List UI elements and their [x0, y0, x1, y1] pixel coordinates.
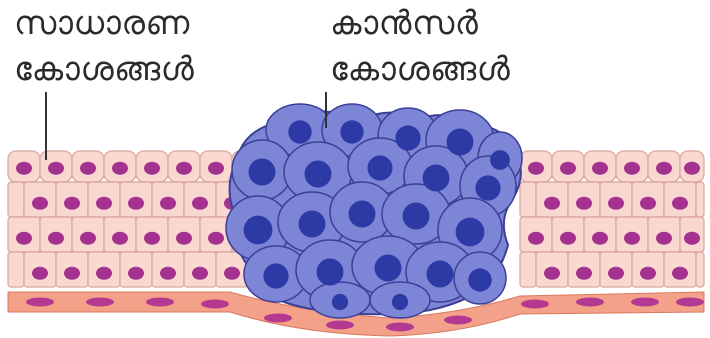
normal-cell-nucleus [48, 232, 64, 245]
cancer-cell-nucleus [475, 175, 500, 200]
normal-cell-nucleus [624, 232, 640, 245]
normal-cell [8, 252, 24, 287]
normal-cell-nucleus [208, 162, 224, 175]
normal-cell-nucleus [576, 197, 592, 210]
normal-cell [520, 182, 536, 217]
normal-cell-nucleus [672, 197, 688, 210]
cancer-cell-nucleus [349, 201, 376, 228]
cancer-cell-nucleus [392, 294, 408, 310]
normal-cell-nucleus [528, 232, 544, 245]
normal-cell-nucleus [684, 232, 700, 245]
basement-cell-nucleus [264, 314, 292, 323]
normal-cell-nucleus [592, 162, 608, 175]
normal-cell-nucleus [128, 197, 144, 210]
normal-cell-nucleus [144, 232, 160, 245]
normal-cell-nucleus [112, 162, 128, 175]
normal-cell-nucleus [64, 267, 80, 280]
cancer-cell-nucleus [244, 216, 273, 245]
normal-cell-nucleus [576, 267, 592, 280]
cancer-cell-nucleus [490, 150, 510, 170]
normal-cell-nucleus [608, 267, 624, 280]
normal-cell-nucleus [128, 267, 144, 280]
normal-cell-nucleus [208, 232, 224, 245]
normal-cell-nucleus [592, 232, 608, 245]
cancer-cell-nucleus [456, 218, 485, 247]
cancer-cell-cluster [226, 104, 522, 318]
cancer-cell-nucleus [403, 203, 430, 230]
basement-cell-nucleus [326, 321, 354, 330]
basement-cell-nucleus [146, 298, 174, 307]
normal-cell-nucleus [640, 197, 656, 210]
normal-cell-nucleus [528, 162, 544, 175]
normal-cell-nucleus [96, 197, 112, 210]
cancer-cell-nucleus [468, 268, 491, 291]
cancer-cell-nucleus [375, 255, 402, 282]
normal-cell-nucleus [656, 232, 672, 245]
basement-cell-nucleus [631, 298, 659, 307]
basement-cell-nucleus [26, 298, 54, 307]
basement-cell-nucleus [201, 300, 229, 309]
normal-cells-label-line1: സാധാരണ [14, 4, 190, 42]
cancer-cell-nucleus [249, 159, 276, 186]
normal-cell-nucleus [96, 267, 112, 280]
cancer-cell-nucleus [340, 120, 363, 143]
basement-cell-nucleus [86, 298, 114, 307]
normal-cell-nucleus [624, 162, 640, 175]
normal-cell-nucleus [684, 162, 700, 175]
normal-cell-nucleus [224, 267, 240, 280]
cancer-cell-nucleus [332, 294, 348, 310]
normal-cell-nucleus [16, 162, 32, 175]
basement-cell-nucleus [521, 300, 549, 309]
normal-cell-nucleus [112, 232, 128, 245]
normal-cell-nucleus [176, 162, 192, 175]
cancer-cell-nucleus [447, 129, 474, 156]
cancer-cell-nucleus [263, 263, 288, 288]
normal-cell-nucleus [80, 162, 96, 175]
basement-cell-nucleus [386, 323, 414, 332]
cancer-cell-nucleus [395, 125, 420, 150]
basement-cell-nucleus [576, 298, 604, 307]
normal-cell-nucleus [608, 197, 624, 210]
normal-cell-nucleus [64, 197, 80, 210]
normal-cells-label-line2: കോശങ്ങൾ [14, 50, 194, 88]
basement-cell-nucleus [444, 316, 472, 325]
normal-cell-nucleus [192, 267, 208, 280]
normal-cell [696, 182, 704, 217]
cancer-cell-nucleus [305, 161, 332, 188]
normal-cell-nucleus [192, 197, 208, 210]
normal-cell-nucleus [640, 267, 656, 280]
normal-cell-nucleus [32, 197, 48, 210]
cancer-cell-nucleus [427, 261, 454, 288]
normal-cell-nucleus [672, 267, 688, 280]
cancer-cell-nucleus [423, 165, 450, 192]
normal-cell [8, 182, 24, 217]
normal-cell-nucleus [160, 267, 176, 280]
normal-cell [520, 252, 536, 287]
cancer-cell-nucleus [288, 120, 311, 143]
normal-cell-nucleus [80, 232, 96, 245]
normal-cell-nucleus [544, 197, 560, 210]
normal-cell [696, 252, 704, 287]
normal-cell-nucleus [560, 162, 576, 175]
normal-cell-nucleus [176, 232, 192, 245]
normal-cell-nucleus [144, 162, 160, 175]
normal-cell-nucleus [160, 197, 176, 210]
normal-cell-nucleus [16, 232, 32, 245]
normal-cell-nucleus [544, 267, 560, 280]
normal-cell-nucleus [560, 232, 576, 245]
cancer-cell-nucleus [317, 259, 344, 286]
normal-cell-nucleus [32, 267, 48, 280]
normal-cell-nucleus [48, 162, 64, 175]
cancer-cell-nucleus [367, 155, 392, 180]
normal-cell-nucleus [656, 162, 672, 175]
cancer-cell-nucleus [299, 211, 326, 238]
cancer-cells-label-line1: കാൻസർ [330, 4, 478, 42]
basement-cell-nucleus [676, 298, 704, 307]
cancer-cells-label-line2: കോശങ്ങൾ [330, 50, 510, 88]
